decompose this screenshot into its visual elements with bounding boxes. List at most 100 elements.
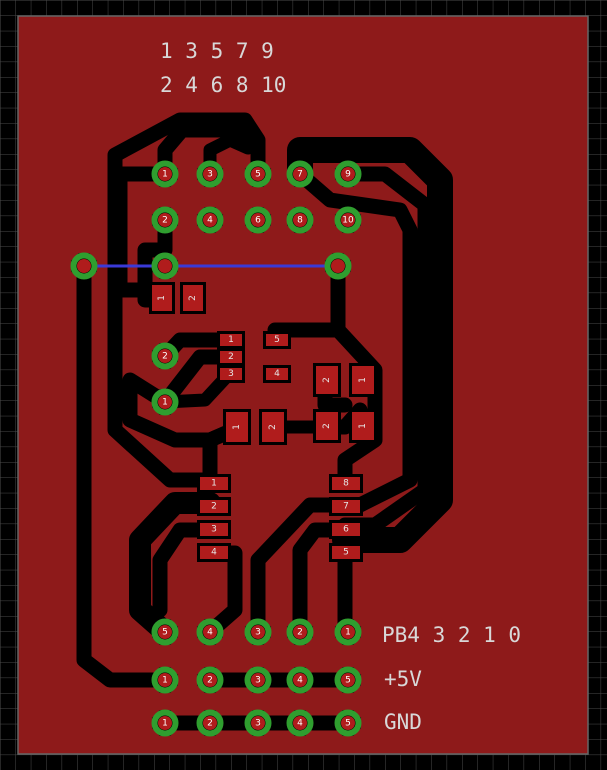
smd-pad — [152, 285, 172, 311]
pad-hole — [341, 213, 355, 227]
pad-number: 5 — [345, 719, 351, 729]
main-ic-pin-6: 6 — [329, 520, 363, 539]
pad-hole — [251, 167, 265, 181]
pad-number: 2 — [297, 628, 303, 638]
pad-ring — [151, 252, 179, 280]
small-ic-pin-5: 5 — [263, 331, 291, 349]
main-ic-pin-7: 7 — [329, 497, 363, 516]
port-bits-label: PB4 3 2 1 0 — [382, 623, 521, 647]
pad-ring — [286, 206, 314, 234]
smd-number: 2 — [322, 423, 332, 429]
pad-number: 4 — [297, 676, 303, 686]
smd-number: 4 — [274, 369, 280, 379]
pad-ring — [70, 252, 98, 280]
pad-hole — [341, 716, 355, 730]
trace-clearance — [337, 166, 433, 533]
pad-number: 7 — [297, 170, 303, 180]
smd-pad — [316, 412, 338, 440]
pad-ring — [334, 206, 362, 234]
ground-pad-3: 3 — [244, 709, 272, 737]
trace-clearance — [250, 497, 353, 640]
jumper-pad-mid — [151, 252, 179, 280]
pad-number: 8 — [297, 216, 303, 226]
pad-ring — [151, 206, 179, 234]
c-mid-pad-2: 2 — [259, 409, 287, 445]
smd-number: 3 — [211, 525, 217, 535]
pad-hole — [293, 167, 307, 181]
pad-hole — [251, 673, 265, 687]
pad-hole — [158, 673, 172, 687]
pad-number: 9 — [345, 170, 351, 180]
pad-hole — [77, 259, 91, 273]
smd-number: 1 — [358, 423, 368, 429]
pad-ring — [151, 618, 179, 646]
pad-ring — [196, 206, 224, 234]
pad-hole — [203, 716, 217, 730]
pad-number: 1 — [162, 719, 168, 729]
pad-number: 1 — [345, 628, 351, 638]
smd-pad — [200, 477, 228, 490]
smd-pad — [200, 500, 228, 513]
pad-ring — [151, 388, 179, 416]
smd-pad — [220, 368, 242, 380]
pad-hole — [203, 625, 217, 639]
pad-number: 3 — [255, 676, 261, 686]
smd-number: 2 — [268, 424, 278, 430]
pad-hole — [341, 167, 355, 181]
pad-hole — [158, 716, 172, 730]
pad-hole — [203, 167, 217, 181]
connector-pad-6: 6 — [244, 206, 272, 234]
main-ic-pin-1: 1 — [197, 474, 231, 493]
pad-number: 1 — [162, 398, 168, 408]
header-even-label: 2 4 6 8 10 — [160, 73, 286, 97]
pad-ring — [244, 206, 272, 234]
smd-pad — [352, 366, 374, 394]
smd-number: 5 — [343, 548, 349, 558]
smd-pad — [220, 334, 242, 346]
pad-hole — [251, 213, 265, 227]
ground-pad-5: 5 — [334, 709, 362, 737]
main-ic-pin-3: 3 — [197, 520, 231, 539]
pad-ring — [151, 709, 179, 737]
pad-ring — [196, 709, 224, 737]
smd-number: 1 — [228, 335, 234, 345]
misc-pad-2: 2 — [151, 342, 179, 370]
pad-number: 4 — [207, 628, 213, 638]
pad-number: 5 — [162, 628, 168, 638]
pad-ring — [286, 666, 314, 694]
pad-number: 4 — [207, 216, 213, 226]
smd-number: 3 — [228, 369, 234, 379]
pad-hole — [158, 625, 172, 639]
pad-ring — [334, 160, 362, 188]
pad-number: 2 — [207, 676, 213, 686]
connector-pad-8: 8 — [286, 206, 314, 234]
pad-ring — [244, 160, 272, 188]
port-pad-3: 3 — [244, 618, 272, 646]
pad-number: 5 — [255, 170, 261, 180]
pad-hole — [158, 259, 172, 273]
c-right-lower-pad-1: 1 — [349, 409, 377, 443]
connector-pad-7: 7 — [286, 160, 314, 188]
pad-ring — [334, 709, 362, 737]
misc-pad-1: 1 — [151, 388, 179, 416]
smd-pad — [332, 500, 360, 513]
small-ic-pin-2: 2 — [217, 348, 245, 366]
c-top-pad-1: 1 — [149, 282, 175, 314]
smd-number: 1 — [232, 424, 242, 430]
pad-hole — [341, 625, 355, 639]
small-ic-pin-3: 3 — [217, 365, 245, 383]
smd-number: 4 — [211, 548, 217, 558]
pad-number: 3 — [207, 170, 213, 180]
smd-pad — [266, 368, 288, 380]
connector-pad-10: 10 — [334, 206, 362, 234]
pad-ring — [196, 160, 224, 188]
ground-label: GND — [384, 710, 422, 734]
c-right-upper-pad-1: 1 — [349, 363, 377, 397]
ground-pad-2: 2 — [196, 709, 224, 737]
smd-pad — [352, 412, 374, 440]
pad-ring — [151, 160, 179, 188]
smd-pad — [262, 412, 284, 442]
power-label: +5V — [384, 667, 422, 691]
